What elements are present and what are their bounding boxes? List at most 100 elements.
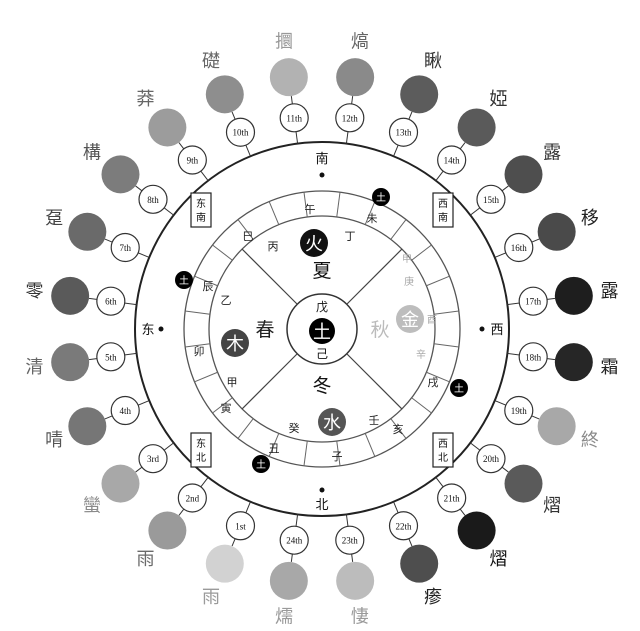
sector-lines [185, 192, 459, 466]
ring-tick [390, 219, 407, 240]
term-glyph: 啨 [45, 430, 63, 451]
ordinal-badge [96, 342, 126, 372]
branch-you: 酉 [427, 315, 437, 326]
ring-tick [303, 192, 308, 218]
ordinal-label: 5th [105, 352, 117, 362]
svg-text:木: 木 [226, 334, 244, 355]
ordinal-badge [504, 232, 534, 263]
solar-term-13th: 13th 瞅 [388, 51, 442, 147]
ordinal-badge [279, 525, 309, 555]
ordinal-badge [388, 511, 419, 541]
term-shade-disc [336, 58, 375, 97]
element-metal: 金 [396, 305, 424, 333]
ordinal-label: 10th [232, 128, 249, 138]
corner-tag-se: 西 北 [432, 432, 454, 468]
center-bottom-glyph: 己 [316, 347, 328, 361]
term-glyph: 攌 [275, 31, 293, 52]
earth-marker-w: 土 [175, 271, 193, 289]
term-glyph: 露 [543, 142, 561, 163]
term-shade-disc [457, 108, 496, 147]
east-dot [158, 326, 164, 332]
term-shade-disc [148, 108, 187, 147]
term-glyph: 蠻 [83, 496, 101, 517]
term-shade-disc [205, 75, 244, 114]
season-divider-line [241, 248, 298, 305]
term-shade-disc [554, 276, 593, 315]
corner-tag-nw: 东 南 [190, 192, 212, 228]
ordinal-badge [518, 286, 548, 316]
branch-si: 巳 [243, 230, 254, 243]
branch-shen: 申 [402, 252, 412, 265]
ring-tick [194, 371, 218, 383]
solar-term-23th: 23th 悽 [335, 525, 375, 628]
svg-text:东: 东 [196, 197, 206, 210]
svg-text:北: 北 [196, 452, 206, 464]
term-glyph: 瞅 [424, 51, 442, 72]
season-winter: 冬 [312, 375, 331, 397]
svg-text:南: 南 [196, 211, 206, 224]
corner-tag-ne: 西 南 [432, 192, 454, 228]
ordinal-label: 21th [444, 493, 461, 503]
ordinal-label: 6th [105, 297, 117, 307]
term-glyph: 莽 [136, 89, 154, 110]
direction-west: 西 [490, 323, 503, 338]
term-shade-disc [537, 407, 576, 446]
ordinal-label: 24th [286, 536, 303, 546]
ring-tick [194, 275, 218, 287]
branch-chou: 丑 [269, 442, 280, 455]
ordinal-badge [110, 232, 140, 263]
earth-marker-sw: 土 [252, 455, 270, 473]
direction-south: 南 [315, 151, 328, 167]
ordinal-label: 18th [525, 352, 542, 362]
ring-tick [303, 440, 308, 466]
ordinal-label: 19th [511, 406, 528, 416]
middle-ring [183, 190, 461, 468]
ordinal-label: 11th [286, 113, 302, 123]
ordinal-badge [476, 444, 506, 474]
branch-zi: 子 [332, 450, 343, 463]
season-divider-line [241, 353, 298, 410]
ordinal-badge [388, 117, 419, 147]
ordinal-label: 8th [147, 195, 159, 205]
center-earth-disc [309, 318, 335, 344]
ring-tick [411, 397, 432, 414]
term-glyph: 霜 [601, 357, 619, 378]
svg-text:土: 土 [454, 382, 464, 395]
ordinal-label: 15th [483, 195, 500, 205]
ring-tick [212, 397, 233, 414]
ordinal-label: 23th [342, 536, 359, 546]
ring-tick [411, 244, 432, 261]
term-glyph: 清 [25, 357, 43, 378]
branch-hai: 亥 [393, 422, 404, 436]
ring-tick [433, 343, 459, 348]
svg-text:水: 水 [323, 413, 341, 434]
element-water: 水 [318, 408, 346, 436]
svg-text:土: 土 [376, 191, 386, 204]
ring-tick [212, 244, 233, 261]
ordinal-label: 20th [483, 454, 500, 464]
stem-xin: 辛 [416, 348, 426, 361]
stem-yi: 乙 [221, 294, 232, 307]
svg-text:北: 北 [438, 452, 448, 464]
term-glyph: 趸 [45, 208, 63, 229]
outer-ring [134, 141, 510, 517]
stem-geng: 庚 [404, 275, 414, 288]
element-wood: 木 [221, 329, 249, 357]
ordinal-label: 13th [396, 128, 413, 138]
earth-marker-ne: 土 [372, 188, 390, 206]
term-glyph: 零 [25, 281, 43, 302]
ring-tick [237, 418, 254, 439]
season-spring: 春 [255, 319, 274, 341]
ordinal-badge [518, 342, 548, 372]
ordinal-label: 12th [342, 113, 359, 123]
term-shade-disc [400, 544, 439, 583]
term-glyph: 悽 [351, 607, 369, 628]
center-top-glyph: 戊 [316, 300, 328, 314]
ordinal-badge [96, 286, 126, 316]
ordinal-badge [177, 145, 207, 175]
term-shade-disc [51, 343, 90, 382]
term-shade-disc [51, 276, 90, 315]
